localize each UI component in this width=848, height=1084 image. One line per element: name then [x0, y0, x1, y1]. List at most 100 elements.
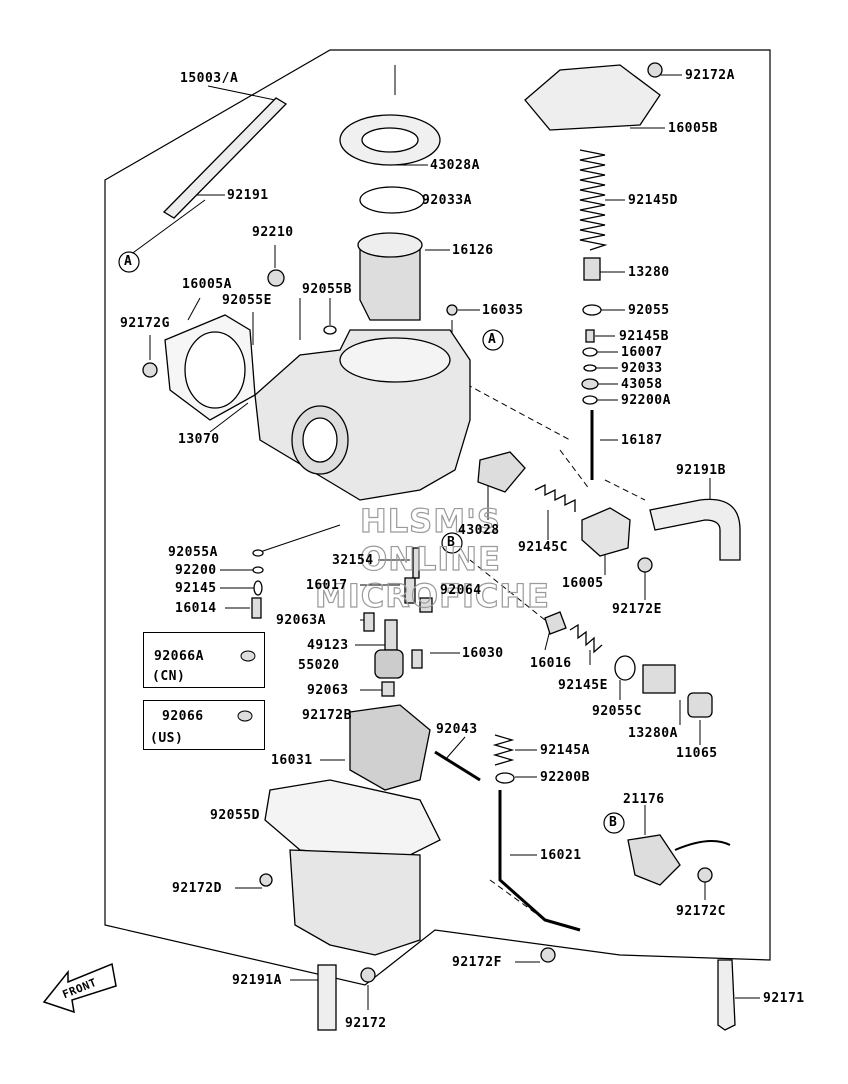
part-label: 92063 — [307, 683, 349, 698]
spring-92145a — [492, 734, 515, 766]
cover-16005 — [581, 507, 631, 557]
part-label: 92172F — [452, 955, 502, 970]
part-label: 16021 — [540, 848, 582, 863]
cn-part-number: 92066A — [154, 649, 204, 664]
screw-16016 — [544, 611, 567, 635]
part-label: 92172C — [676, 904, 726, 919]
part-label: 16030 — [462, 646, 504, 661]
callout-a-top — [118, 251, 140, 273]
screw-92172 — [360, 967, 376, 983]
part-label: 13070 — [178, 432, 220, 447]
jet-92064 — [419, 597, 433, 613]
spring-92145 — [253, 580, 263, 596]
part-label: 92055C — [592, 704, 642, 719]
part-label: 43028 — [458, 523, 500, 538]
part-label: 43028A — [430, 158, 480, 173]
needle-32154 — [412, 547, 420, 579]
nut-92210 — [267, 269, 285, 287]
us-part-number: 92066 — [162, 709, 204, 724]
ring-92200 — [252, 566, 264, 574]
ring-92033 — [583, 364, 597, 372]
part-label: 92055E — [222, 293, 272, 308]
part-label: 16031 — [271, 753, 313, 768]
nut-92066-icon — [237, 710, 253, 722]
screw-92145b — [585, 329, 595, 343]
part-label: 11065 — [676, 746, 718, 761]
part-label: 16126 — [452, 243, 494, 258]
part-label: 16005 — [562, 576, 604, 591]
part-label: 16017 — [306, 578, 348, 593]
plunger-21176 — [627, 834, 681, 886]
part-label: 92055A — [168, 545, 218, 560]
part-label: 92172 — [345, 1016, 387, 1031]
part-label: 16005B — [668, 121, 718, 136]
front-direction-arrow: FRONT — [40, 960, 120, 1020]
cap-11065 — [687, 692, 713, 718]
screw-92172c — [697, 867, 713, 883]
ring-92200a — [582, 395, 598, 405]
ring-92055 — [582, 304, 602, 316]
callout-b-center — [441, 532, 463, 554]
block-55020 — [374, 649, 404, 679]
screw-92172f — [540, 947, 556, 963]
jet-16014 — [251, 597, 262, 619]
tube-92191a — [317, 964, 337, 1031]
us-variant-box: 92066 (US) — [143, 700, 265, 750]
ring-16007 — [582, 347, 598, 357]
part-label: 92172A — [685, 68, 735, 83]
part-label: 92210 — [252, 225, 294, 240]
part-label: 32154 — [332, 553, 374, 568]
part-label: 16016 — [530, 656, 572, 671]
part-label: 49123 — [307, 638, 349, 653]
jet-92063 — [381, 681, 395, 697]
float-16031 — [349, 704, 431, 791]
part-label: 16005A — [182, 277, 232, 292]
part-label: 92191 — [227, 188, 269, 203]
ring-92200b — [495, 772, 515, 784]
part-label: 92043 — [436, 722, 478, 737]
part-label: 92145C — [518, 540, 568, 555]
part-label: 92063A — [276, 613, 326, 628]
spring-92145c — [534, 483, 576, 512]
part-label: 92191B — [676, 463, 726, 478]
spring-92145e — [569, 623, 603, 654]
jet-16017 — [404, 577, 416, 604]
holder-13280 — [583, 257, 601, 281]
callout-b-right-letter: B — [609, 815, 618, 830]
part-label: 16035 — [482, 303, 524, 318]
part-label: 92200 — [175, 563, 217, 578]
part-label: 92033A — [422, 193, 472, 208]
spring-92145d — [579, 149, 608, 251]
part-label: 92200A — [621, 393, 671, 408]
pin-92043 — [434, 750, 481, 782]
callout-a-top-letter: A — [124, 254, 133, 269]
part-label: 92064 — [440, 583, 482, 598]
callout-a-right-letter: A — [488, 332, 497, 347]
part-label: 92172E — [612, 602, 662, 617]
part-label: 92191A — [232, 973, 282, 988]
callout-b-center-letter: B — [447, 535, 456, 550]
screw-92172g — [142, 362, 158, 378]
screw-92172a — [647, 62, 663, 78]
gasket-92055d — [264, 779, 441, 861]
part-label: 16014 — [175, 601, 217, 616]
screw-16035 — [446, 304, 458, 316]
oring-92055c — [614, 655, 636, 681]
part-label: 92033 — [621, 361, 663, 376]
callout-a-right — [482, 329, 504, 351]
watermark-line-2: ONLINE — [359, 540, 501, 578]
part-label: 92145A — [540, 743, 590, 758]
screw-92172d — [259, 873, 273, 887]
part-label: 92145D — [628, 193, 678, 208]
starter-13280a — [642, 664, 676, 694]
front-arrow-icon — [42, 962, 117, 1014]
part-label: 92055 — [628, 303, 670, 318]
part-label: 55020 — [298, 658, 340, 673]
part-label: 92145E — [558, 678, 608, 693]
cable-16021 — [498, 790, 581, 932]
cn-variant-box: 92066A (CN) — [143, 632, 265, 688]
ring-43058 — [581, 378, 599, 390]
part-label: 92200B — [540, 770, 590, 785]
part-label: 92172D — [172, 881, 222, 896]
callout-b-right — [603, 812, 625, 834]
